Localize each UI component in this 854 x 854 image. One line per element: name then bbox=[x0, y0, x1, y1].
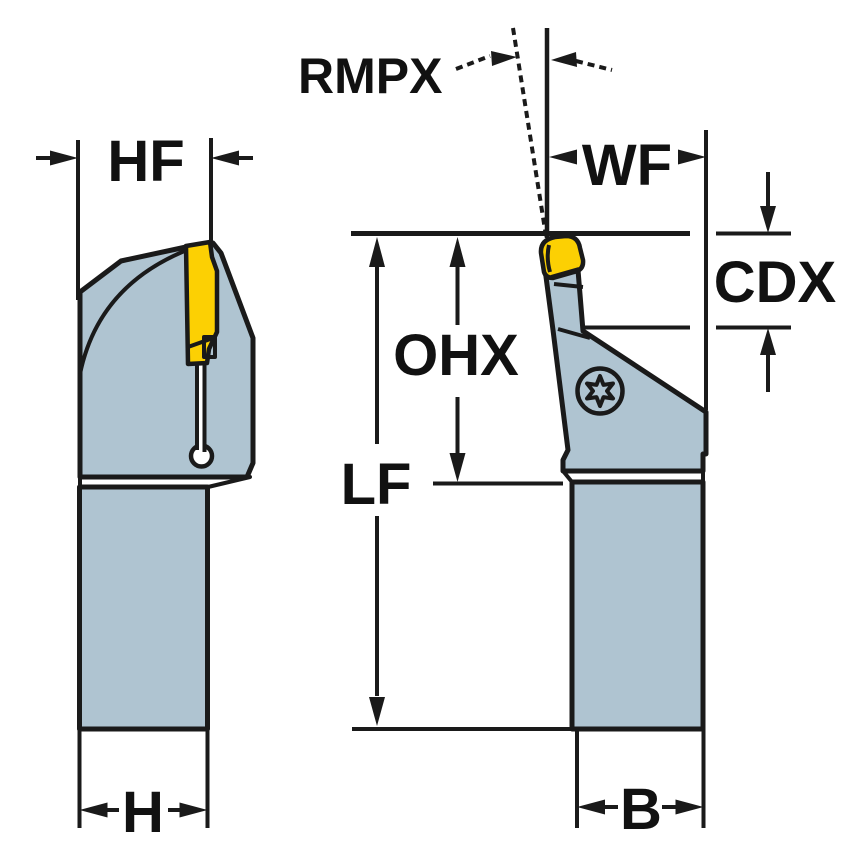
torx-screw-icon bbox=[575, 366, 625, 416]
dim-wf: WF bbox=[549, 130, 708, 410]
dim-label-rmpx: RMPX bbox=[298, 48, 442, 104]
torx-star-icon bbox=[585, 374, 615, 408]
front-view-shank bbox=[77, 484, 210, 732]
dim-label-h: H bbox=[122, 780, 164, 845]
insert-side-tip bbox=[538, 233, 586, 281]
arrowhead bbox=[50, 150, 78, 166]
insert-seam-line bbox=[187, 335, 217, 349]
dim-rmpx: RMPX bbox=[298, 27, 613, 238]
dim-label-hf: HF bbox=[107, 129, 184, 194]
front-view bbox=[77, 239, 256, 732]
front-view-head bbox=[77, 240, 256, 480]
arrowhead bbox=[449, 453, 466, 482]
dim-label-cdx: CDX bbox=[714, 250, 837, 315]
dim-label-b: B bbox=[620, 777, 662, 842]
rmpx-tail-right bbox=[575, 59, 613, 72]
dim-ohx: OHX bbox=[393, 237, 519, 482]
arrowhead bbox=[79, 802, 108, 818]
slot-gap bbox=[197, 362, 205, 450]
arrowhead bbox=[369, 697, 385, 726]
arrowhead bbox=[760, 206, 776, 233]
blade-seam-lower bbox=[557, 327, 591, 340]
front-view-face-curve bbox=[78, 248, 188, 375]
arrowhead bbox=[551, 52, 577, 67]
arrowhead bbox=[491, 51, 517, 66]
dim-b: B bbox=[575, 729, 706, 842]
arrowhead bbox=[675, 799, 704, 815]
insert-tip-seat-line bbox=[550, 267, 580, 279]
dim-hf: HF bbox=[36, 129, 253, 300]
arrowhead bbox=[678, 149, 706, 165]
rmpx-leader bbox=[455, 54, 491, 71]
reference-lines bbox=[351, 231, 690, 731]
arrowhead bbox=[179, 802, 208, 818]
arrowhead bbox=[211, 150, 239, 166]
dim-label-lf: LF bbox=[341, 452, 412, 517]
dim-h: H bbox=[77, 729, 210, 845]
arrowhead bbox=[549, 149, 577, 165]
side-view-shank bbox=[569, 479, 706, 732]
insert-clamp-tab bbox=[202, 335, 217, 359]
insert-tip-edge-line bbox=[545, 244, 552, 273]
dim-lf: LF bbox=[341, 237, 412, 726]
arrowhead bbox=[577, 799, 605, 815]
insert-front bbox=[183, 239, 220, 367]
blade-seam-upper bbox=[553, 282, 584, 289]
arrowhead bbox=[449, 237, 466, 267]
side-view bbox=[538, 233, 709, 732]
dim-cdx: CDX bbox=[714, 172, 837, 392]
dim-label-ohx: OHX bbox=[393, 323, 519, 388]
dim-label-wf: WF bbox=[582, 133, 672, 198]
arrowhead bbox=[369, 237, 385, 267]
arrowhead bbox=[760, 328, 776, 355]
